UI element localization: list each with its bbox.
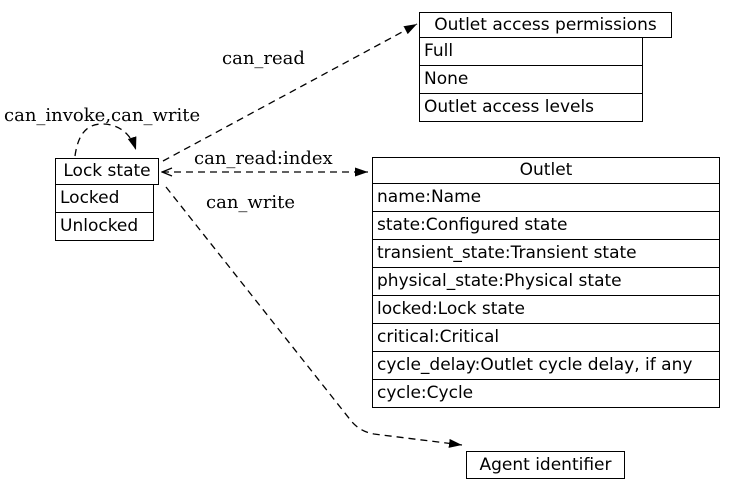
edge-label-can-invoke-can-write: can_invoke,can_write bbox=[4, 105, 201, 126]
outlet-row-critical: critical:Critical bbox=[372, 323, 720, 352]
edge-can-read bbox=[162, 23, 418, 162]
outlet-row-cycle-delay: cycle_delay:Outlet cycle delay, if any bbox=[372, 351, 720, 380]
node-lock-state-rows: Locked Unlocked bbox=[55, 184, 154, 241]
node-agent-identifier: Agent identifier bbox=[466, 451, 625, 479]
permissions-row-levels: Outlet access levels bbox=[419, 93, 643, 122]
permissions-row-none: None bbox=[419, 65, 643, 94]
outlet-row-name: name:Name bbox=[372, 183, 720, 212]
lock-state-row-locked: Locked bbox=[55, 184, 154, 213]
outlet-row-transient-state: transient_state:Transient state bbox=[372, 239, 720, 268]
permissions-row-full: Full bbox=[419, 37, 643, 66]
node-outlet-rows: name:Name state:Configured state transie… bbox=[372, 183, 720, 408]
outlet-row-locked: locked:Lock state bbox=[372, 295, 720, 324]
edge-label-can-write: can_write bbox=[206, 192, 296, 213]
outlet-row-physical-state: physical_state:Physical state bbox=[372, 267, 720, 296]
node-lock-state-title: Lock state bbox=[55, 158, 159, 185]
node-permissions-title: Outlet access permissions bbox=[419, 12, 672, 38]
edge-label-can-read-index: can_read:index bbox=[194, 148, 333, 169]
edge-can-write bbox=[165, 186, 463, 448]
lock-state-row-unlocked: Unlocked bbox=[55, 212, 154, 241]
edge-label-can-read: can_read bbox=[222, 48, 305, 69]
outlet-row-cycle: cycle:Cycle bbox=[372, 379, 720, 408]
node-outlet-title: Outlet bbox=[372, 157, 720, 184]
outlet-row-state: state:Configured state bbox=[372, 211, 720, 240]
node-permissions-rows: Full None Outlet access levels bbox=[419, 37, 643, 122]
edge-can-invoke-can-write-self-loop bbox=[74, 123, 137, 157]
